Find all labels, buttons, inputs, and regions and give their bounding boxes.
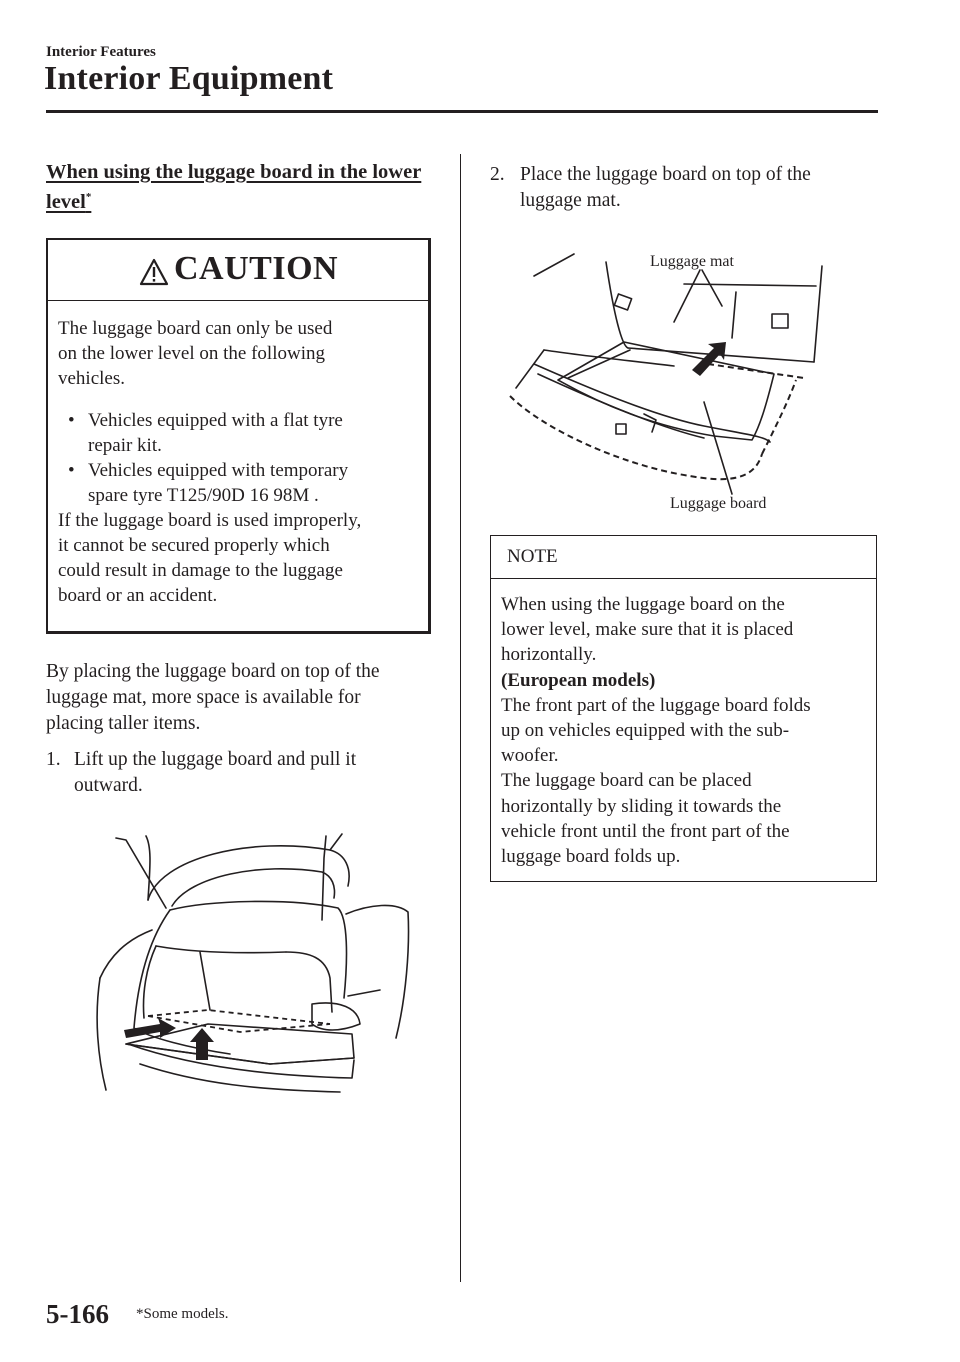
illustration-board-on-mat: Luggage mat Luggage board bbox=[509, 253, 823, 512]
step-1: 1. Lift up the luggage board and pull it… bbox=[46, 749, 357, 796]
step-2: 2. Place the luggage board on top of the… bbox=[490, 164, 811, 211]
page-number: 5-166 bbox=[46, 1299, 109, 1329]
step-number: 1. bbox=[46, 749, 61, 770]
caution-intro: The luggage board can only be used on th… bbox=[58, 318, 333, 389]
section-label: Interior Features bbox=[46, 44, 156, 60]
note-text: When using the luggage board on the lowe… bbox=[501, 594, 811, 868]
footnote-mark: * bbox=[85, 191, 92, 203]
caution-header: CAUTION bbox=[48, 240, 428, 301]
page-title: Interior Equipment bbox=[44, 60, 334, 97]
step-number: 2. bbox=[490, 164, 505, 185]
note-header: NOTE bbox=[491, 536, 876, 579]
warning-triangle-icon bbox=[139, 258, 169, 286]
intro-paragraph: By placing the luggage board on top of t… bbox=[46, 661, 380, 734]
note-title: NOTE bbox=[507, 546, 558, 567]
caution-title: CAUTION bbox=[174, 250, 339, 287]
note-box: NOTE When using the luggage board on the… bbox=[490, 535, 877, 882]
caution-warning-text: If the luggage board is used improperly,… bbox=[58, 510, 362, 606]
header-rule bbox=[46, 110, 878, 113]
label-luggage-mat: Luggage mat bbox=[650, 253, 735, 270]
caution-box: CAUTION The luggage board can only be us… bbox=[46, 238, 431, 634]
footnote: *Some models. bbox=[136, 1306, 229, 1322]
column-divider bbox=[460, 154, 461, 1282]
illustration-lift-board bbox=[96, 833, 410, 1093]
label-luggage-board: Luggage board bbox=[670, 495, 766, 512]
subheading: When using the luggage board in the lowe… bbox=[46, 161, 422, 213]
